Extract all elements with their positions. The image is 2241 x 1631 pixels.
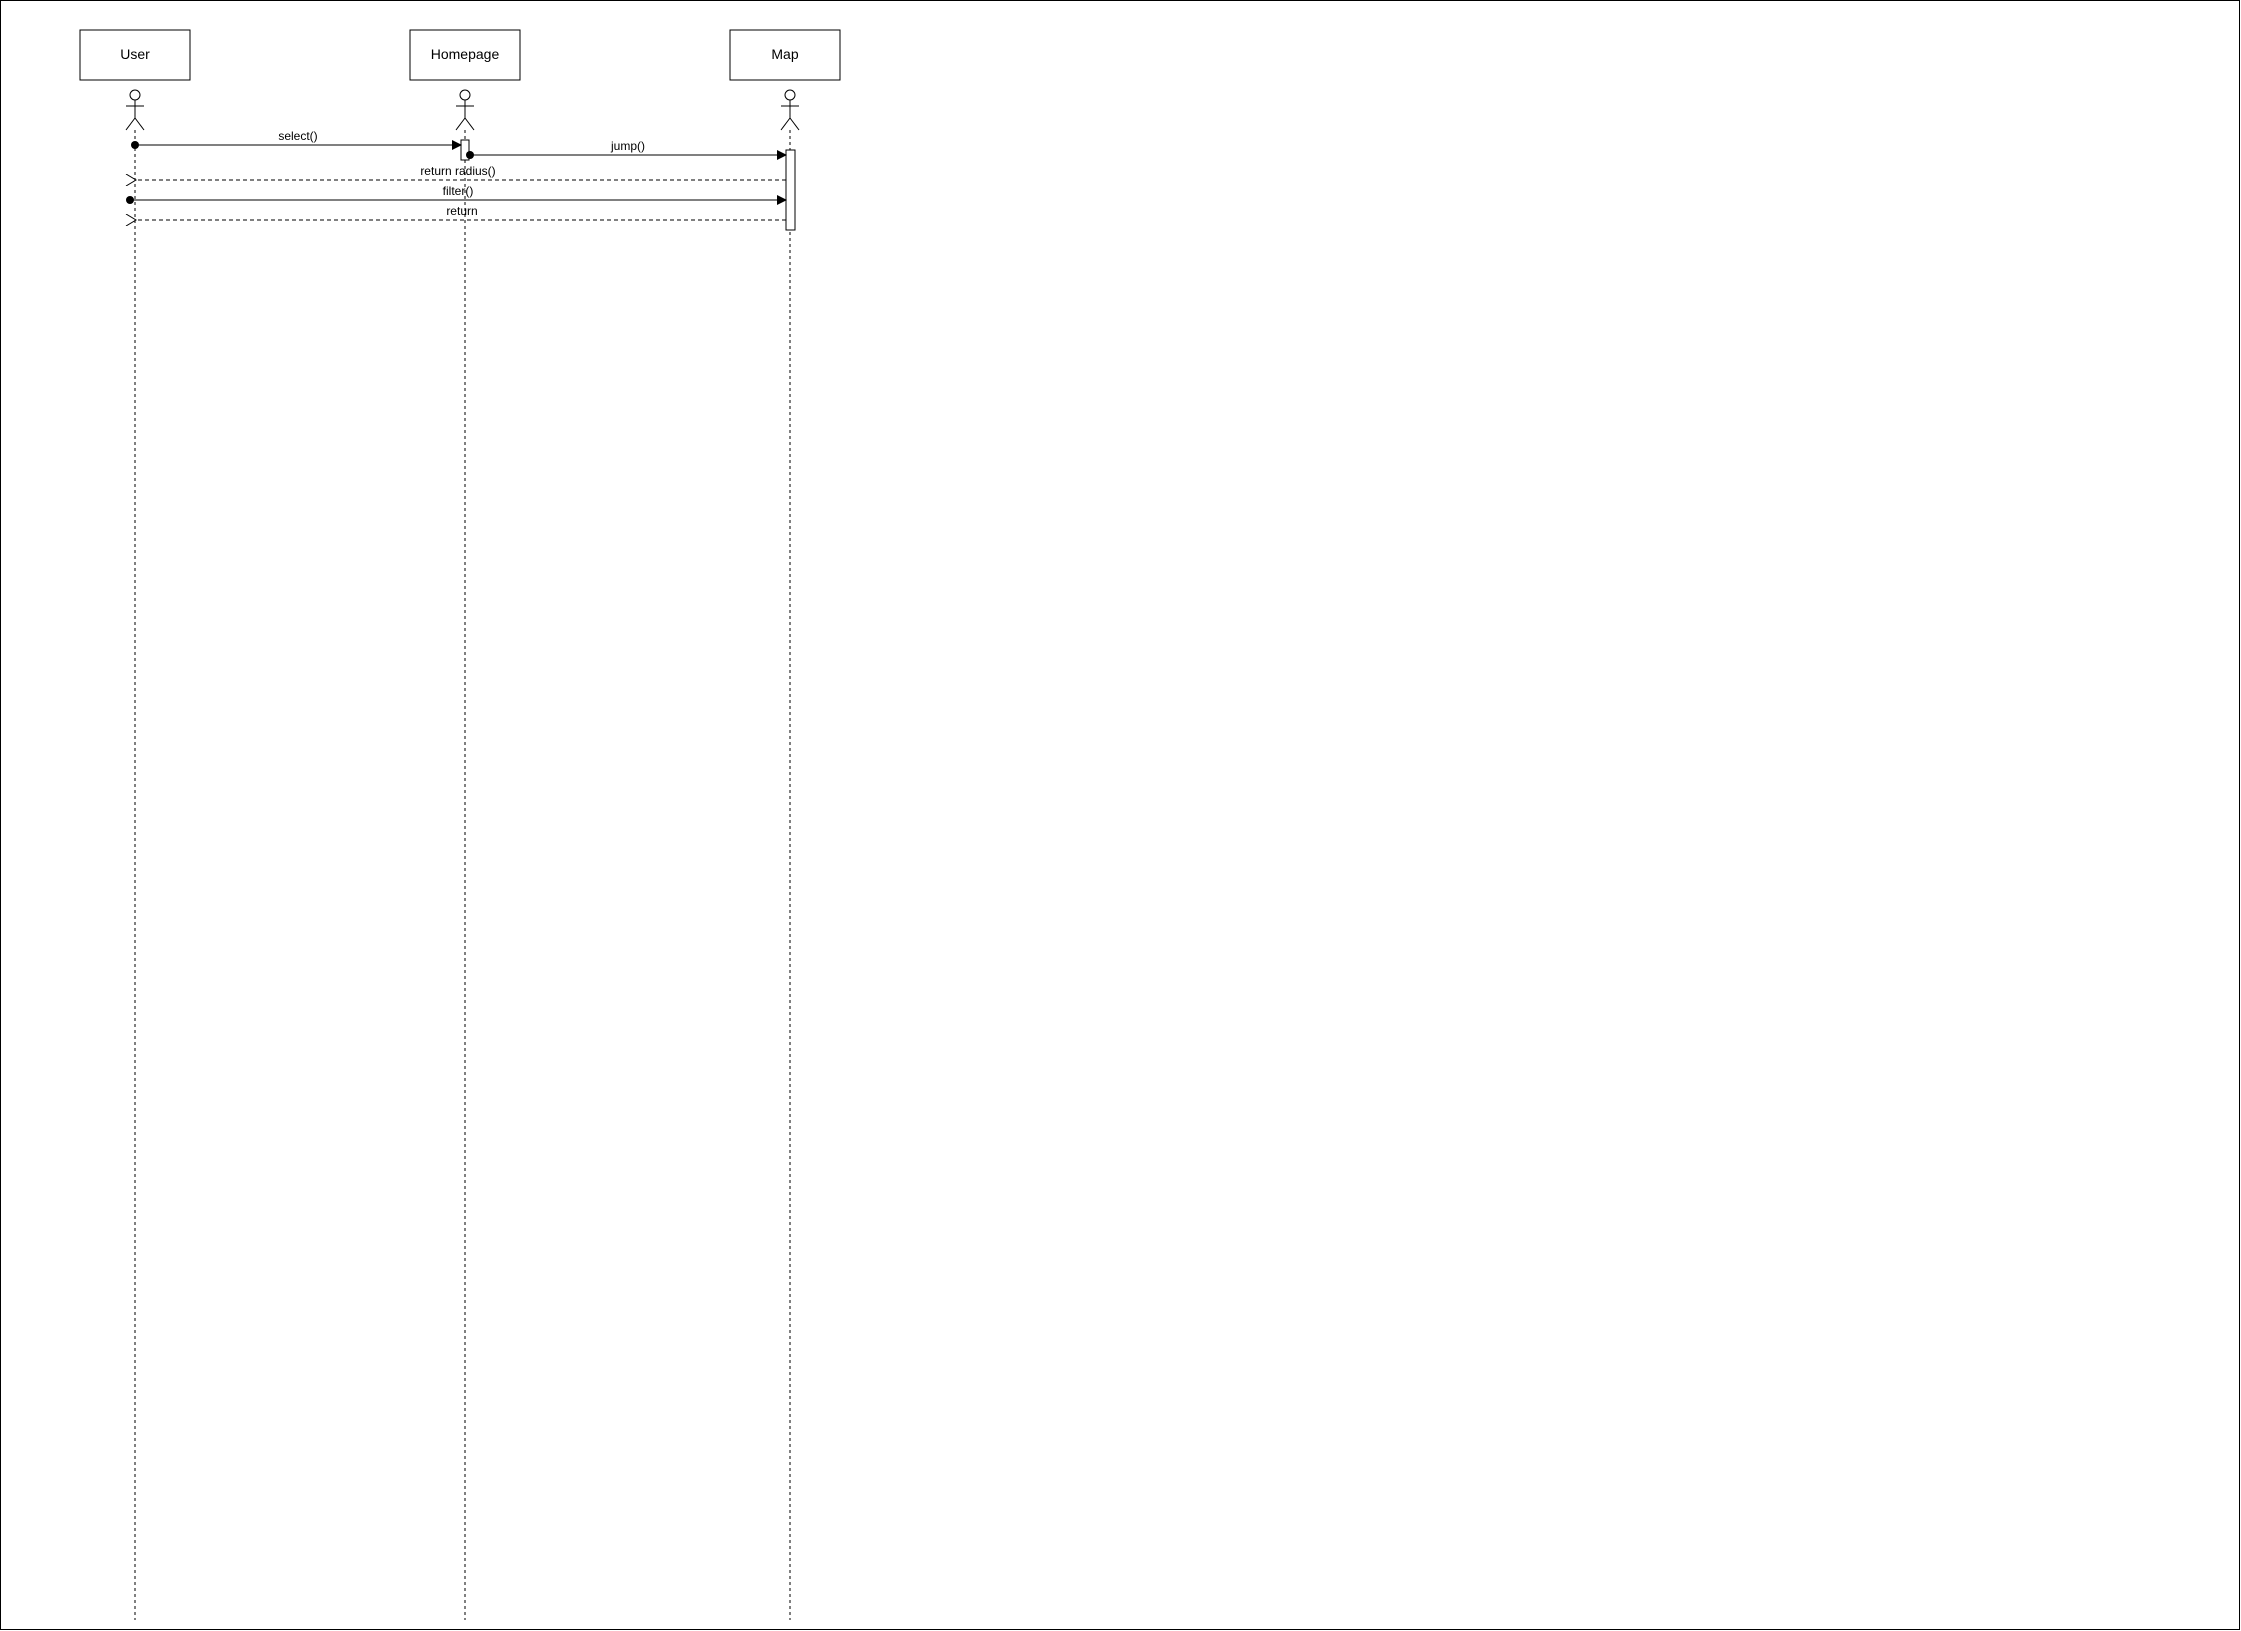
activation-homepage bbox=[460, 139, 470, 161]
participant-homepage[interactable]: Homepage bbox=[409, 29, 521, 81]
message-jump[interactable]: jump() bbox=[466, 139, 787, 160]
activation-map bbox=[785, 149, 796, 231]
participant-map[interactable]: Map bbox=[729, 29, 841, 81]
message-select[interactable]: select() bbox=[131, 129, 462, 150]
message-filter[interactable]: filter() bbox=[126, 184, 787, 205]
message-return-radius[interactable]: return radius() bbox=[136, 164, 786, 180]
participant-box bbox=[409, 29, 521, 81]
participant-label: Map bbox=[771, 46, 798, 62]
participant-box bbox=[79, 29, 191, 81]
message-label: return bbox=[446, 204, 477, 218]
message-return[interactable]: return bbox=[136, 204, 786, 220]
message-label: filter() bbox=[443, 184, 474, 198]
participant-label: Homepage bbox=[431, 46, 500, 62]
message-label: return radius() bbox=[420, 164, 495, 178]
participant-label: User bbox=[120, 46, 150, 62]
actor-user-icon bbox=[125, 89, 145, 131]
participant-box bbox=[729, 29, 841, 81]
message-label: jump() bbox=[610, 139, 645, 153]
actor-homepage-icon bbox=[455, 89, 475, 131]
participant-user[interactable]: User bbox=[79, 29, 191, 81]
message-label: select() bbox=[278, 129, 317, 143]
actor-map-icon bbox=[780, 89, 800, 131]
